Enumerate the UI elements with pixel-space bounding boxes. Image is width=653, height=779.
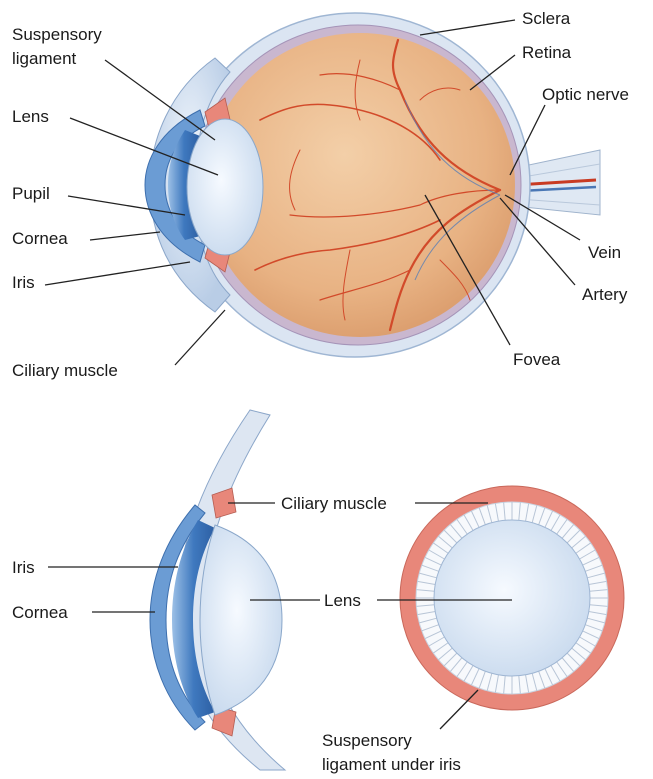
label-lens-bottom: Lens — [324, 591, 361, 610]
label-iris-top: Iris — [12, 273, 35, 292]
label-ciliary-bottom: Ciliary muscle — [281, 494, 387, 513]
label-ciliary-top: Ciliary muscle — [12, 361, 118, 380]
label-sclera: Sclera — [522, 9, 571, 28]
lens-top — [187, 119, 263, 255]
label-lens-top: Lens — [12, 107, 49, 126]
label-retina: Retina — [522, 43, 572, 62]
lens-front — [434, 520, 590, 676]
label-optic-nerve: Optic nerve — [542, 85, 629, 104]
lens-side-view — [150, 410, 285, 770]
label-suspensory-2: ligament — [12, 49, 77, 68]
lens-side — [200, 525, 282, 715]
label-suspensory-under-1: Suspensory — [322, 731, 412, 750]
label-vein: Vein — [588, 243, 621, 262]
label-suspensory-1: Suspensory — [12, 25, 102, 44]
label-fovea: Fovea — [513, 350, 561, 369]
label-iris-bottom: Iris — [12, 558, 35, 577]
label-cornea-bottom: Cornea — [12, 603, 68, 622]
label-pupil: Pupil — [12, 184, 50, 203]
label-cornea-top: Cornea — [12, 229, 68, 248]
lens-front-view — [400, 486, 624, 710]
eyeball-cross-section — [145, 13, 600, 357]
label-artery: Artery — [582, 285, 628, 304]
label-suspensory-under-2: ligament under iris — [322, 755, 461, 774]
